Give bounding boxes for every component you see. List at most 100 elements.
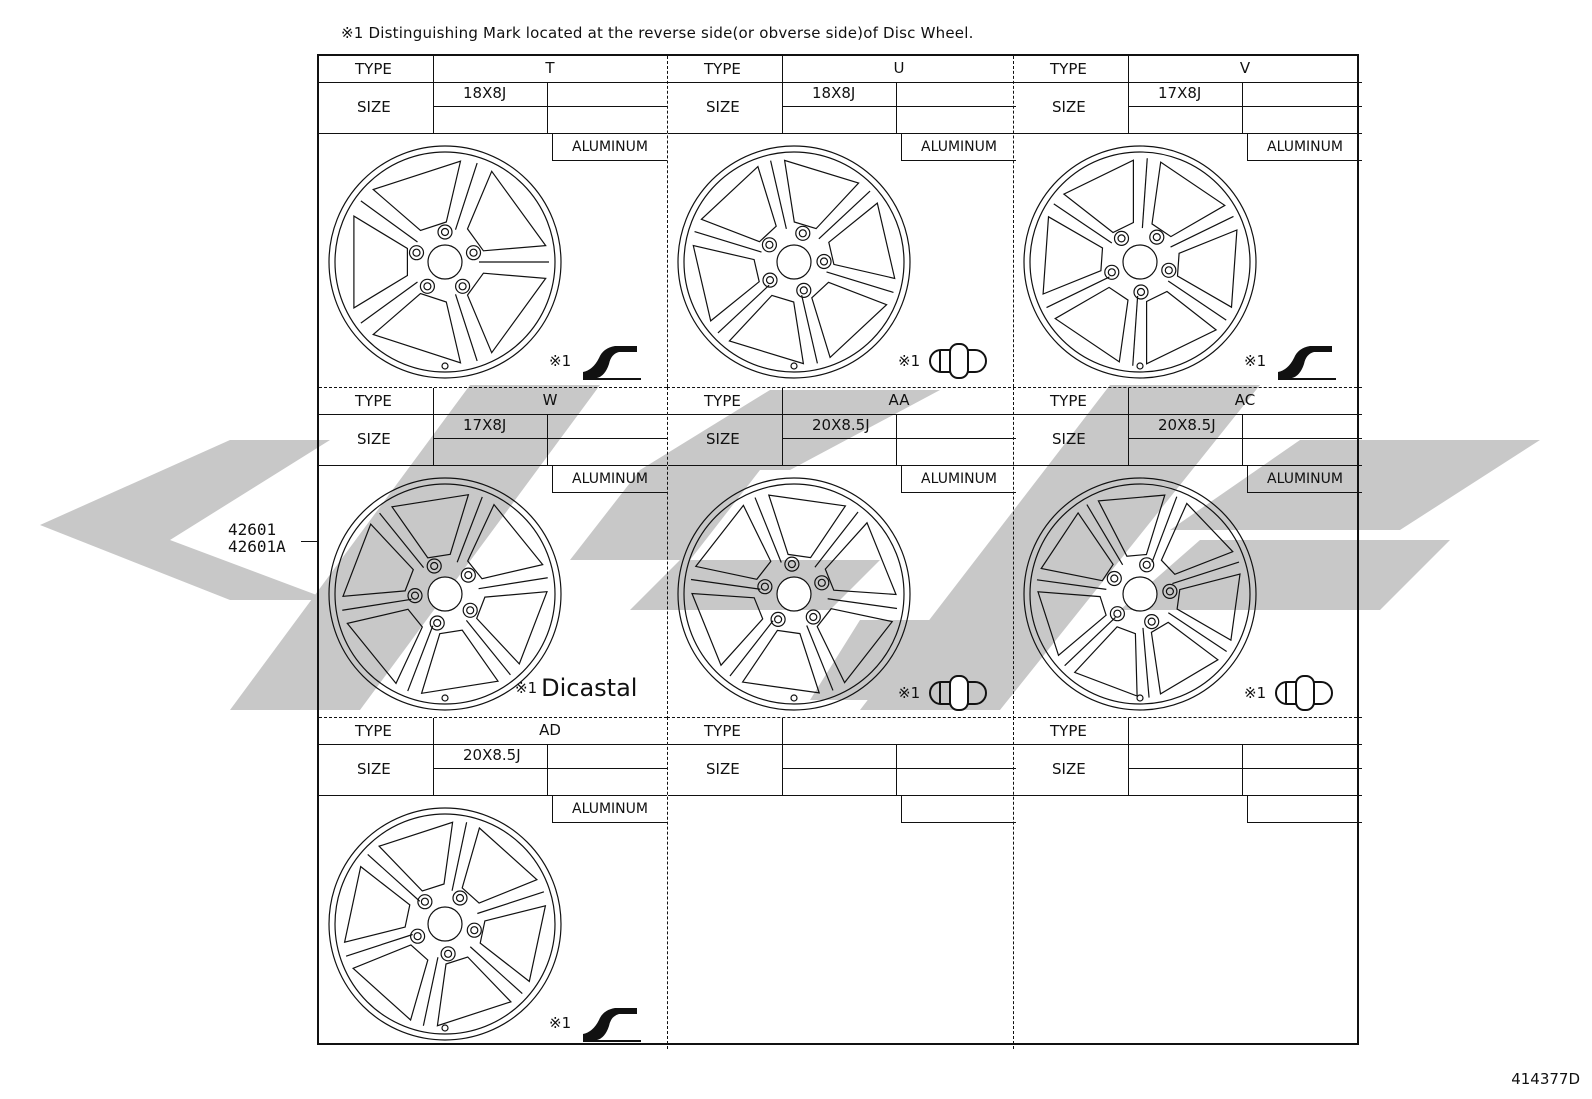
wheel-drawing <box>328 807 562 1041</box>
wheel-cell-8: TYPE SIZE <box>667 717 1016 1049</box>
divider <box>1242 744 1243 796</box>
wheel-cell-1: TYPE SIZE T 18X8J ALUMINUM ※1 <box>319 56 667 387</box>
divider <box>1014 795 1362 796</box>
divider <box>1014 133 1362 134</box>
type-label: TYPE <box>355 722 392 740</box>
divider <box>547 82 548 134</box>
divider <box>433 56 434 134</box>
wheel-drawing <box>1023 145 1257 379</box>
wheel-drawing <box>328 145 562 379</box>
mark-ref: ※1 <box>898 684 921 702</box>
divider <box>782 106 1016 107</box>
type-size-header: TYPE SIZE U 18X8J <box>668 56 1016 134</box>
type-value: AA <box>888 391 910 409</box>
type-label: TYPE <box>355 392 392 410</box>
divider <box>1242 414 1243 466</box>
divider <box>782 56 783 134</box>
divider <box>782 718 783 796</box>
size-label: SIZE <box>357 760 391 778</box>
divider <box>319 795 667 796</box>
size-value: 20X8.5J <box>1158 416 1216 434</box>
leader-line <box>301 541 317 542</box>
size-label: SIZE <box>357 98 391 116</box>
hook-mark-icon <box>583 346 642 380</box>
divider <box>668 744 1016 745</box>
material-label: ALUMINUM <box>552 134 667 161</box>
type-label: TYPE <box>704 60 741 78</box>
type-size-header: TYPE SIZE T 18X8J <box>319 56 667 134</box>
size-value: 17X8J <box>463 416 507 434</box>
distinguishing-mark-note: ※1 Distinguishing Mark located at the re… <box>341 24 974 42</box>
mark-ref: ※1 <box>898 352 921 370</box>
material-box-empty <box>901 796 1016 823</box>
type-label: TYPE <box>704 722 741 740</box>
type-label: TYPE <box>704 392 741 410</box>
divider <box>1128 768 1362 769</box>
divider <box>319 82 667 83</box>
size-value: 20X8.5J <box>463 746 521 764</box>
divider <box>1128 718 1129 796</box>
divider <box>1014 414 1362 415</box>
material-label: ALUMINUM <box>1247 466 1362 493</box>
part-number-2[interactable]: 42601A <box>228 537 286 556</box>
type-label: TYPE <box>1050 60 1087 78</box>
mark-ref: ※1 <box>1244 352 1267 370</box>
wheel-drawing <box>677 477 911 711</box>
part-number-1[interactable]: 42601 <box>228 520 277 539</box>
part-number-callout[interactable]: 42601 42601A <box>228 521 286 555</box>
material-box-empty <box>1247 796 1362 823</box>
type-value: U <box>893 59 905 77</box>
type-value: T <box>545 59 555 77</box>
type-value: V <box>1239 59 1251 77</box>
size-label: SIZE <box>357 430 391 448</box>
divider <box>319 414 667 415</box>
divider <box>547 414 548 466</box>
hook-mark-icon <box>583 1008 642 1042</box>
hook-mark-icon <box>1278 346 1337 380</box>
type-size-header: TYPE SIZE <box>668 718 1016 796</box>
size-label: SIZE <box>1052 98 1086 116</box>
divider <box>1128 438 1362 439</box>
wheel-drawing <box>677 145 911 379</box>
wheel-drawing <box>1023 477 1257 711</box>
size-label: SIZE <box>706 760 740 778</box>
dual-pill-mark-icon <box>929 343 988 379</box>
distinguishing-mark: ※1 <box>1244 674 1340 712</box>
size-value: 18X8J <box>463 84 507 102</box>
divider <box>319 744 667 745</box>
distinguishing-mark: ※1 <box>1244 342 1340 380</box>
divider <box>547 744 548 796</box>
divider <box>319 465 667 466</box>
divider <box>668 133 1016 134</box>
divider <box>319 133 667 134</box>
divider <box>668 414 1016 415</box>
divider <box>433 438 667 439</box>
divider <box>896 414 897 466</box>
size-value: 17X8J <box>1158 84 1202 102</box>
divider <box>433 768 667 769</box>
divider <box>433 388 434 466</box>
divider <box>1014 465 1362 466</box>
size-value: 18X8J <box>812 84 856 102</box>
material-label: ALUMINUM <box>552 796 667 823</box>
divider <box>782 768 1016 769</box>
type-label: TYPE <box>355 60 392 78</box>
divider <box>1242 82 1243 134</box>
type-value: AC <box>1234 391 1256 409</box>
type-label: TYPE <box>1050 392 1087 410</box>
dual-pill-mark-icon <box>929 675 988 711</box>
diagram-id: 414377D <box>1511 1070 1580 1088</box>
mark-ref: ※1 <box>549 352 572 370</box>
size-label: SIZE <box>706 98 740 116</box>
